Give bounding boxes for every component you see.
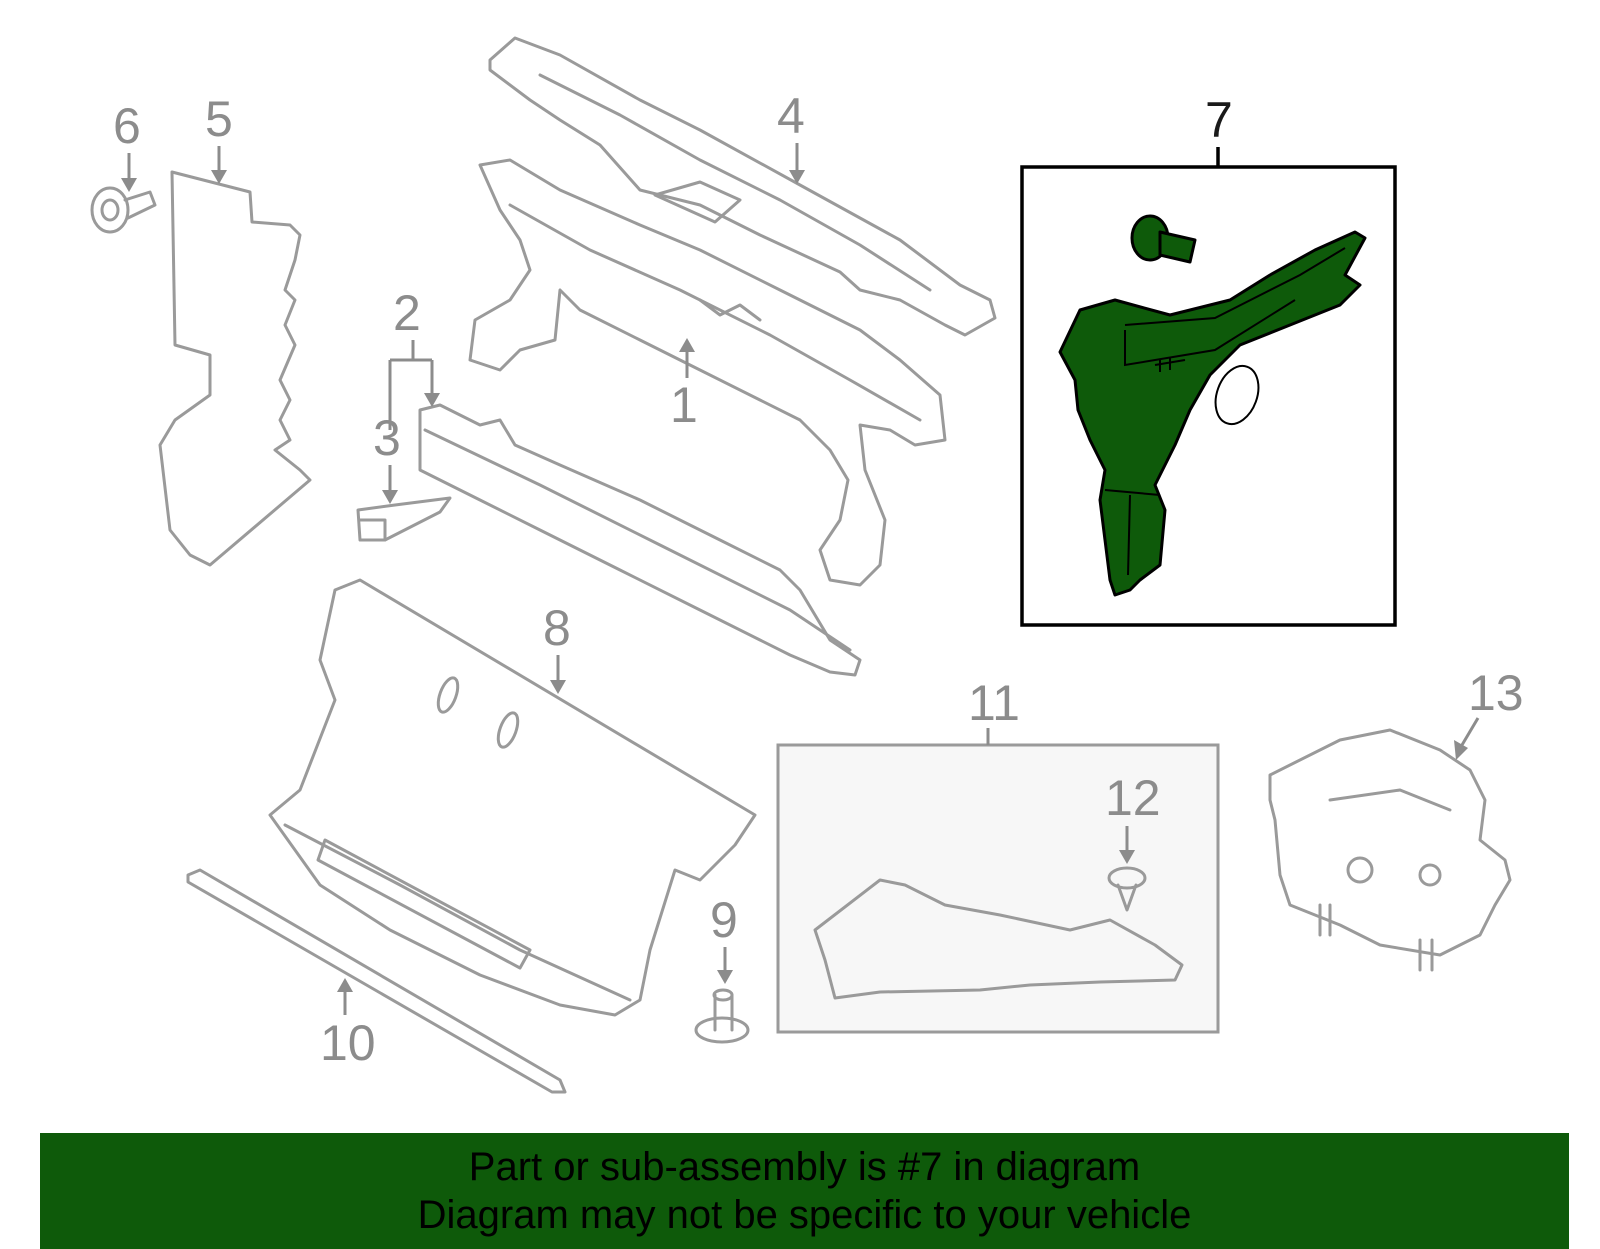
part-5-side-shield: [158, 170, 312, 567]
part-11-box: [776, 743, 1220, 1034]
callout-5: 5: [205, 91, 233, 147]
part-13-engine-mount: [1268, 728, 1512, 972]
banner-line-1: Part or sub-assembly is #7 in diagram: [468, 1145, 1141, 1189]
part-8-deflector-panel: [268, 578, 757, 1017]
callout-11: 11: [968, 675, 1020, 731]
part-2-lower-rail: [418, 403, 862, 677]
part-10-seal-strip: [186, 868, 567, 1094]
part-9-push-pin: [694, 988, 750, 1044]
part-7-box: [1020, 165, 1397, 627]
part-1-radiator-support: [468, 158, 947, 587]
callout-2: 2: [393, 285, 421, 341]
part-12-screw: [1107, 866, 1147, 912]
callout-8: 8: [543, 600, 571, 656]
part-4-upper-tie-bar: [488, 36, 997, 337]
callout-1: 1: [670, 377, 698, 433]
info-banner: Part or sub-assembly is #7 in diagram Di…: [40, 1133, 1569, 1249]
callout-7: 7: [1205, 92, 1233, 148]
part-6-bolt: [90, 186, 157, 234]
part-7-highlighted-shield: [1058, 230, 1367, 597]
callout-6: 6: [113, 98, 141, 154]
banner-line-2: Diagram may not be specific to your vehi…: [417, 1193, 1192, 1237]
callout-9: 9: [710, 892, 738, 948]
callout-12: 12: [1105, 770, 1161, 826]
callout-13: 13: [1468, 665, 1524, 721]
part-3-bracket: [356, 496, 452, 542]
callout-4: 4: [777, 88, 805, 144]
callout-3: 3: [373, 410, 401, 466]
part-7-clip: [1130, 214, 1197, 264]
callout-10: 10: [320, 1015, 376, 1071]
